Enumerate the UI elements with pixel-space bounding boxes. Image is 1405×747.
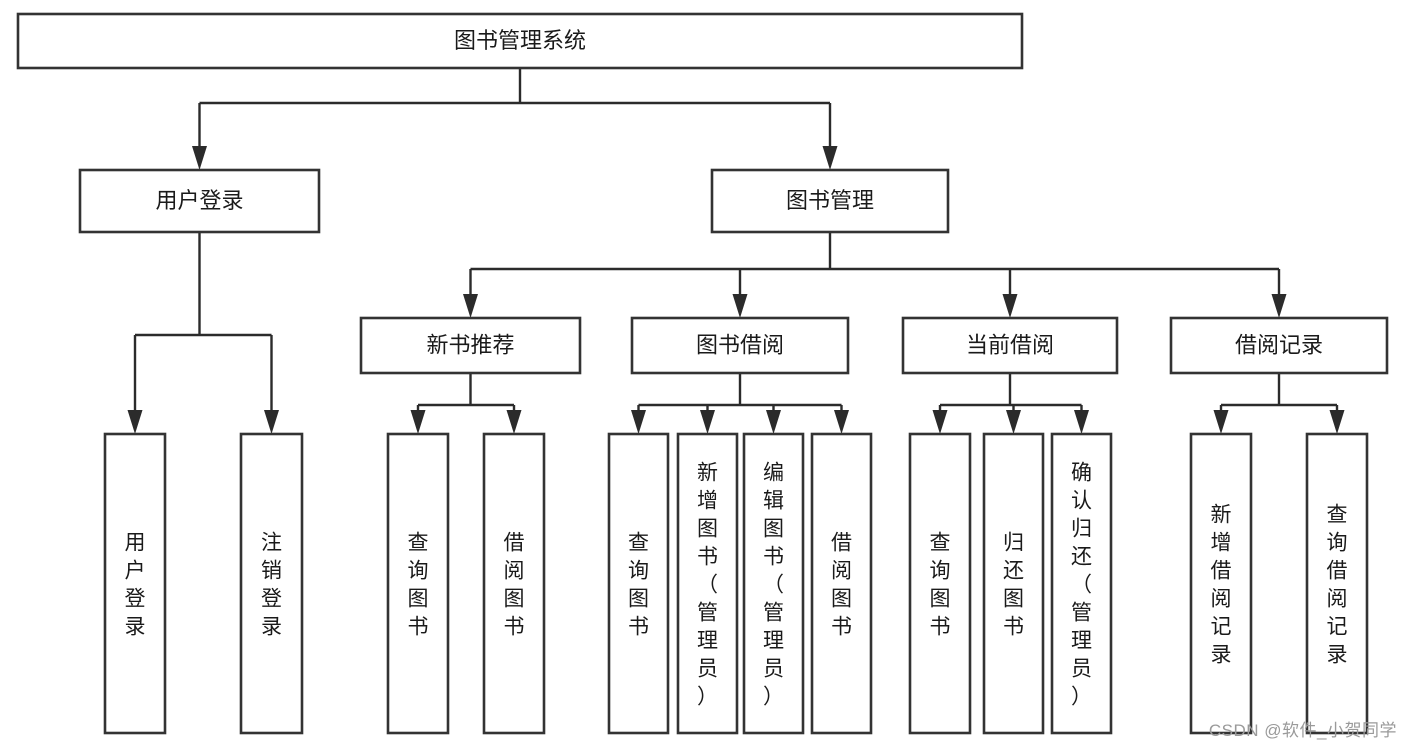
node-label: 用户登录 — [125, 531, 146, 638]
node-root-图书管理系统[interactable]: 图书管理系统 — [16, 12, 1024, 70]
node-label: 查询图书 — [930, 531, 951, 638]
node-l2-图书管理[interactable]: 图书管理 — [710, 168, 950, 234]
node-leaf-查询借阅记录-12[interactable]: 查询借阅记录 — [1305, 432, 1369, 735]
node-label: 确认归还（管理员） — [1071, 461, 1092, 708]
node-box — [1305, 432, 1369, 735]
node-l3-当前借阅[interactable]: 当前借阅 — [901, 316, 1119, 375]
node-label: 新增借阅记录 — [1211, 503, 1232, 666]
node-box — [359, 316, 582, 375]
node-leaf-查询图书-4[interactable]: 查询图书 — [607, 432, 670, 735]
node-label: 归还图书 — [1003, 531, 1024, 638]
node-box — [386, 432, 450, 735]
node-leaf-归还图书-9[interactable]: 归还图书 — [982, 432, 1045, 735]
node-label: 图书管理 — [786, 188, 874, 213]
node-label: 图书借阅 — [696, 332, 784, 357]
node-box — [78, 168, 321, 234]
watermark-text: CSDN @软件_小贺同学 — [1208, 721, 1397, 740]
node-l3-新书推荐[interactable]: 新书推荐 — [359, 316, 582, 375]
node-label: 查询图书 — [408, 531, 429, 638]
node-box — [810, 432, 873, 735]
node-label: 新增图书（管理员） — [697, 461, 718, 708]
node-box — [1169, 316, 1389, 375]
node-box — [901, 316, 1119, 375]
node-box — [630, 316, 850, 375]
node-box — [103, 432, 167, 735]
node-leaf-新增借阅记录-11[interactable]: 新增借阅记录 — [1189, 432, 1253, 735]
node-leaf-查询图书-8[interactable]: 查询图书 — [908, 432, 972, 735]
node-label: 借阅记录 — [1235, 332, 1323, 357]
node-leaf-借阅图书-3[interactable]: 借阅图书 — [482, 432, 546, 735]
node-label: 新书推荐 — [426, 332, 514, 357]
node-box — [1050, 432, 1113, 735]
node-label: 用户登录 — [155, 188, 243, 213]
node-box — [908, 432, 972, 735]
node-box — [742, 432, 805, 735]
node-leaf-注销登录-1[interactable]: 注销登录 — [239, 432, 304, 735]
connector-layer — [127, 68, 1345, 434]
node-leaf-用户登录-0[interactable]: 用户登录 — [103, 432, 167, 735]
node-label: 借阅图书 — [504, 531, 525, 638]
node-leaf-新增图书管理员-5[interactable]: 新增图书（管理员） — [676, 432, 739, 735]
node-label: 借阅图书 — [831, 531, 852, 638]
node-label: 注销登录 — [261, 531, 282, 638]
node-box — [16, 12, 1024, 70]
node-l3-借阅记录[interactable]: 借阅记录 — [1169, 316, 1389, 375]
node-box — [982, 432, 1045, 735]
node-box — [607, 432, 670, 735]
node-label: 查询借阅记录 — [1327, 503, 1348, 666]
node-box — [676, 432, 739, 735]
node-layer: 图书管理系统用户登录图书管理新书推荐图书借阅当前借阅借阅记录用户登录注销登录查询… — [16, 12, 1389, 735]
node-leaf-借阅图书-7[interactable]: 借阅图书 — [810, 432, 873, 735]
node-l2-用户登录[interactable]: 用户登录 — [78, 168, 321, 234]
node-leaf-确认归还管理员-10[interactable]: 确认归还（管理员） — [1050, 432, 1113, 735]
node-box — [482, 432, 546, 735]
node-leaf-编辑图书管理员-6[interactable]: 编辑图书（管理员） — [742, 432, 805, 735]
node-label: 编辑图书（管理员） — [763, 461, 784, 708]
node-label: 查询图书 — [628, 531, 649, 638]
node-l3-图书借阅[interactable]: 图书借阅 — [630, 316, 850, 375]
node-label: 图书管理系统 — [454, 28, 586, 53]
node-box — [710, 168, 950, 234]
node-leaf-查询图书-2[interactable]: 查询图书 — [386, 432, 450, 735]
node-box — [239, 432, 304, 735]
node-box — [1189, 432, 1253, 735]
node-label: 当前借阅 — [966, 332, 1054, 357]
